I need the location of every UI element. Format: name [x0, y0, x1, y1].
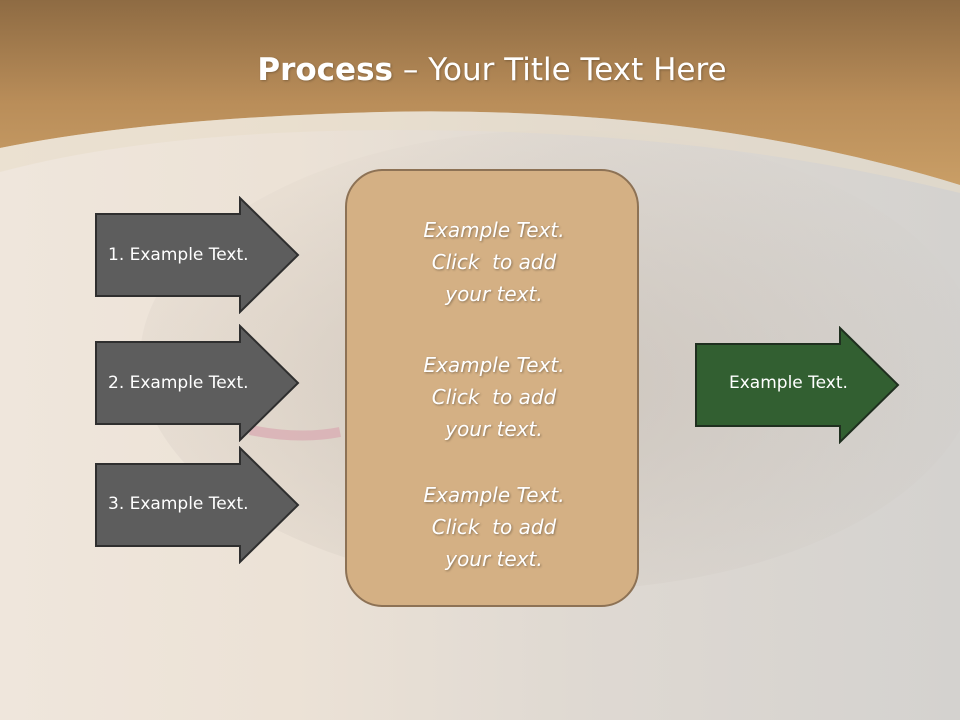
center-block-3-line-2: Click to add [431, 515, 557, 539]
center-block-2-line-1: Example Text. [423, 353, 565, 377]
center-block-2-line-3: your text. [445, 417, 543, 441]
slide-title[interactable]: Process – Your Title Text Here [0, 52, 960, 88]
center-text-box[interactable]: Example Text. Click to add your text. Ex… [345, 169, 639, 607]
left-arrow-3-label: 3. Example Text. [108, 494, 249, 514]
center-block-1-line-1: Example Text. [423, 218, 565, 242]
title-separator: – [393, 52, 429, 88]
center-block-3[interactable]: Example Text. Click to add your text. [347, 479, 641, 575]
left-arrow-1[interactable] [94, 196, 300, 314]
right-arrow[interactable] [694, 326, 900, 444]
center-block-1[interactable]: Example Text. Click to add your text. [347, 214, 641, 310]
left-arrow-2-label: 2. Example Text. [108, 373, 249, 393]
center-block-1-line-3: your text. [445, 282, 543, 306]
center-block-2-line-2: Click to add [431, 385, 557, 409]
center-block-3-line-3: your text. [445, 547, 543, 571]
right-arrow-label: Example Text. [729, 373, 848, 393]
left-arrow-3[interactable] [94, 446, 300, 564]
left-arrow-2[interactable] [94, 324, 300, 442]
left-arrow-1-label: 1. Example Text. [108, 245, 249, 265]
center-block-3-line-1: Example Text. [423, 483, 565, 507]
title-rest: Your Title Text Here [428, 52, 727, 88]
center-block-2[interactable]: Example Text. Click to add your text. [347, 349, 641, 445]
center-block-1-line-2: Click to add [431, 250, 557, 274]
title-bold: Process [257, 52, 393, 88]
